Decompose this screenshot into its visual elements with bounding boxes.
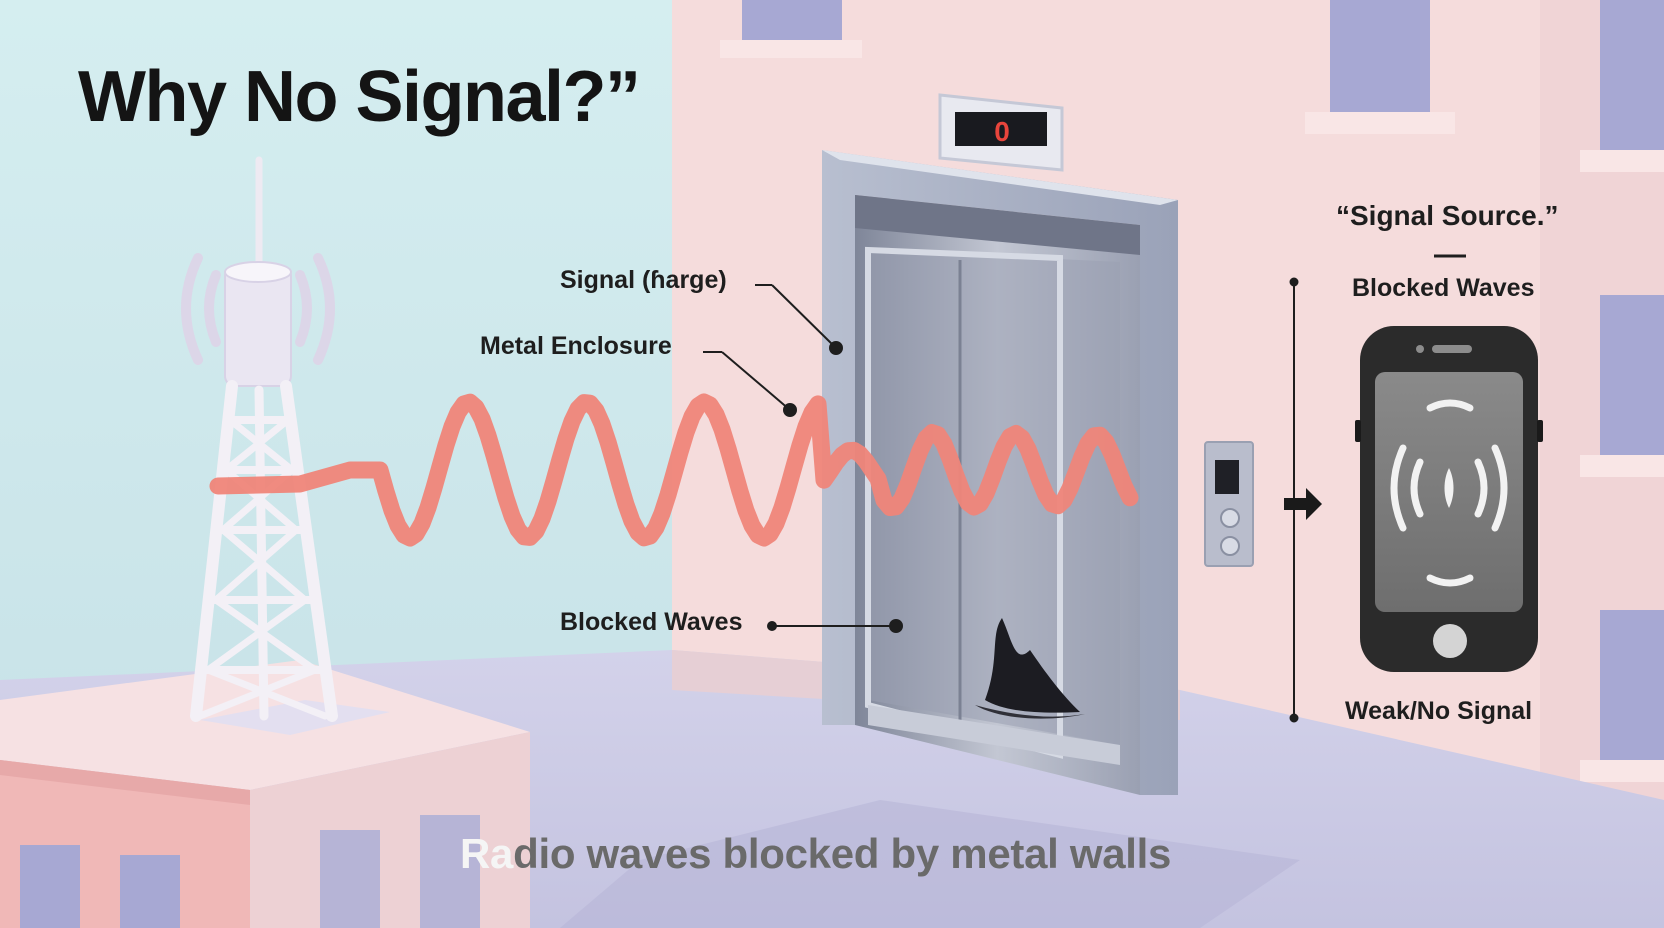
right-panel-blocked-waves: Blocked Waves: [1352, 274, 1535, 302]
floor-display-digit: 0: [994, 116, 1010, 147]
label-leader-lines: [703, 284, 903, 633]
cell-tower-icon: [190, 156, 390, 735]
arrow-right-icon: [1284, 488, 1322, 520]
elevator-icon: [822, 150, 1178, 795]
floor-indicator: [938, 93, 1064, 172]
rooftop-building: [0, 660, 530, 928]
building-windows: [720, 0, 1664, 782]
caption-rest: dio waves blocked by metal walls: [513, 830, 1172, 877]
signal-broadcast-icon: [1390, 399, 1508, 587]
right-panel-weak-signal: Weak/No Signal: [1345, 697, 1533, 725]
label-metal-enclosure: Metal Enclosure: [480, 332, 672, 360]
page-title: Why No Signal?”: [78, 57, 641, 137]
signal-wave: [209, 393, 1139, 547]
right-panel-signal-source: “Signal Source.”: [1336, 200, 1559, 231]
label-signal: Signal (ɦarge): [560, 266, 727, 294]
caption: Radio waves blocked by metal walls: [460, 830, 1171, 878]
radio-wave-icon: [181, 253, 335, 365]
label-blocked-waves: Blocked Waves: [560, 608, 743, 636]
caption-highlight: Ra: [460, 830, 514, 877]
elevator-call-panel: [1204, 441, 1254, 567]
